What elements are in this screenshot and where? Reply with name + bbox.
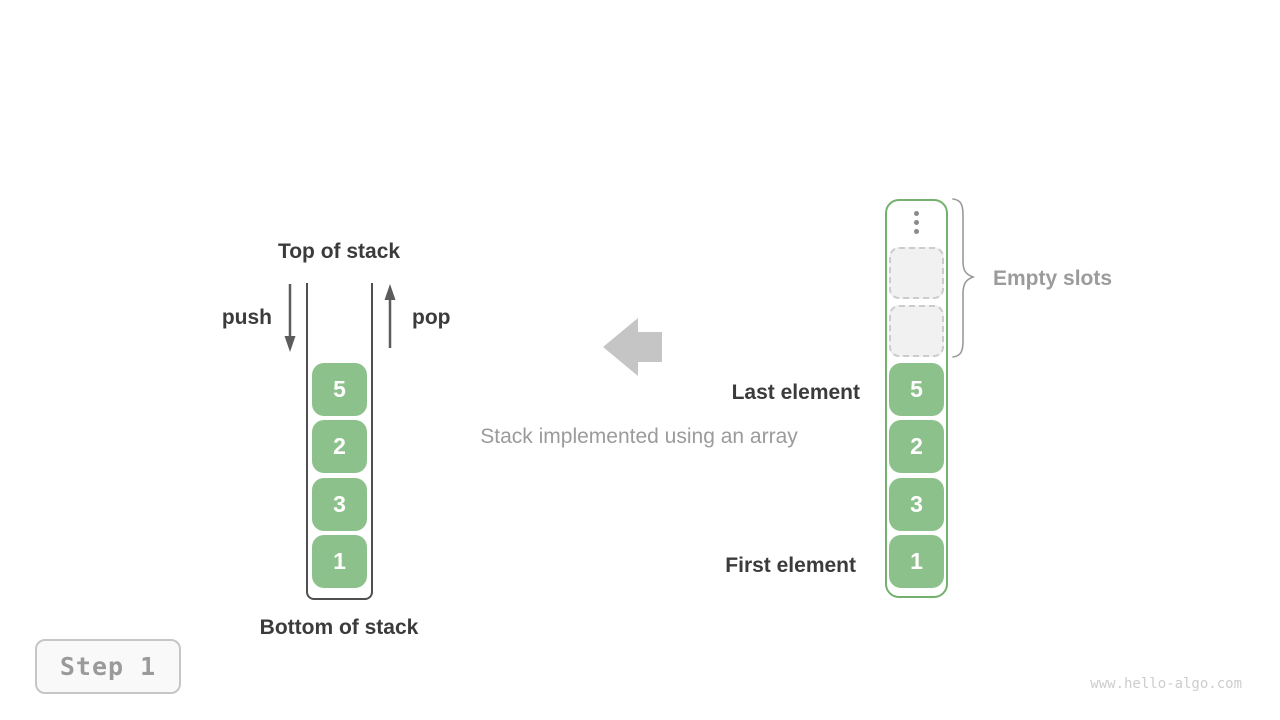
last-element-label: Last element <box>731 381 860 404</box>
brace-icon <box>952 198 976 358</box>
vertical-ellipsis-icon <box>914 211 919 238</box>
left-block-arrow-icon <box>603 318 662 376</box>
bottom-of-stack-label: Bottom of stack <box>259 616 419 639</box>
empty-slot <box>889 247 944 299</box>
step-badge-label: Step 1 <box>59 652 157 681</box>
pop-label: pop <box>412 306 451 329</box>
top-of-stack-label: Top of stack <box>277 240 401 263</box>
stack-element: 2 <box>312 420 367 473</box>
step-badge: Step 1 <box>35 639 181 694</box>
stack-element: 3 <box>312 478 367 531</box>
push-label: push <box>221 306 272 329</box>
array-element: 3 <box>889 478 944 531</box>
stack-element: 1 <box>312 535 367 588</box>
stack-element: 5 <box>312 363 367 416</box>
array-element: 1 <box>889 535 944 588</box>
diagram-caption: Stack implemented using an array <box>480 425 798 448</box>
array-element: 5 <box>889 363 944 416</box>
watermark: www.hello-algo.com <box>1090 676 1242 692</box>
first-element-label: First element <box>725 554 856 577</box>
array-element: 2 <box>889 420 944 473</box>
empty-slots-label: Empty slots <box>993 267 1113 290</box>
empty-slot <box>889 305 944 357</box>
pop-arrow-icon <box>384 284 396 348</box>
push-arrow-icon <box>284 284 296 352</box>
